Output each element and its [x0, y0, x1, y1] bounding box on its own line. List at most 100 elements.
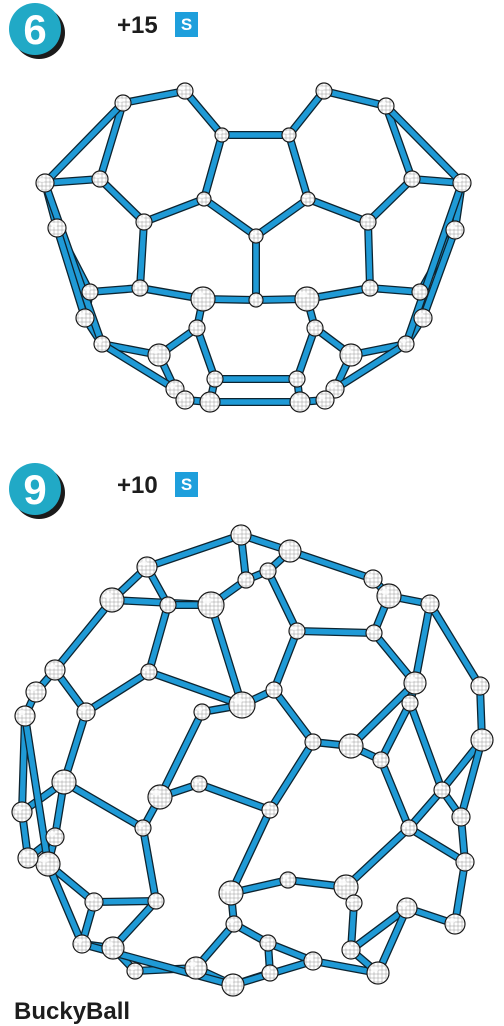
full-ball-rod [412, 601, 433, 686]
half-ball-rod [321, 88, 389, 109]
full-ball-atom [225, 915, 243, 933]
full-ball-atom [25, 681, 47, 703]
half-ball-rod [253, 196, 311, 239]
full-ball-atom [470, 728, 494, 752]
full-ball-atom [259, 934, 277, 952]
half-ball-rod [97, 100, 126, 182]
half-ball-rod [141, 196, 207, 225]
full-ball-atom [363, 569, 383, 589]
full-ball-rod [375, 905, 410, 976]
full-ball-atom [184, 956, 208, 980]
full-ball-rod [378, 757, 412, 831]
half-ball-atom [306, 319, 324, 337]
full-ball-atom [221, 973, 245, 997]
half-ball-atom [135, 213, 153, 231]
half-ball-atom [315, 390, 335, 410]
full-ball-atom [134, 819, 152, 837]
half-ball-atom [175, 390, 195, 410]
half-ball-atom [93, 335, 111, 353]
full-ball-atom [279, 871, 297, 889]
full-ball-atom [365, 624, 383, 642]
full-ball-atom [101, 936, 125, 960]
full-ball-atom [333, 874, 359, 900]
full-ball-rod [271, 628, 300, 693]
full-ball-atom [99, 587, 125, 613]
half-ball-atom [190, 286, 216, 312]
full-ball-rod [22, 713, 51, 867]
full-ball-rod [343, 825, 412, 890]
step-6-badge: 6 [9, 3, 65, 59]
full-ball-atom [265, 681, 283, 699]
full-ball-atom [400, 819, 418, 837]
full-ball-atom [45, 827, 65, 847]
half-ball-atom [206, 370, 224, 388]
full-ball-rod [348, 905, 410, 953]
full-ball-atom [51, 769, 77, 795]
full-ball-atom [147, 892, 165, 910]
full-ball-rod [228, 807, 273, 896]
half-ball-atom [47, 218, 67, 238]
full-ball-rod [407, 700, 445, 793]
full-ball-rod [208, 602, 245, 708]
full-ball-atom [35, 851, 61, 877]
full-ball-atom [140, 663, 158, 681]
full-buckyball-model [11, 524, 494, 997]
half-ball-atom [75, 308, 95, 328]
full-ball-atom [366, 961, 390, 985]
half-ball-atom [445, 220, 465, 240]
step-9-badge: 9 [9, 463, 65, 519]
half-ball-atom [452, 173, 472, 193]
full-ball-atom [237, 571, 255, 589]
full-ball-atom [451, 807, 471, 827]
full-ball-rod [196, 781, 273, 813]
half-ball-atom [248, 292, 264, 308]
step-9-points: +10 [117, 472, 158, 499]
full-ball-rod [378, 700, 413, 763]
full-ball-atom [72, 934, 92, 954]
half-ball-atom [288, 370, 306, 388]
half-ball-atom [35, 173, 55, 193]
full-ball-atom [420, 594, 440, 614]
half-ball-atom [176, 82, 194, 100]
half-ball-atom [281, 127, 297, 143]
full-ball-atom [401, 694, 419, 712]
full-ball-atom [126, 962, 144, 980]
full-ball-rod [146, 602, 171, 675]
full-ball-rod [91, 898, 159, 905]
half-ball-rod [305, 196, 371, 225]
full-ball-rod [144, 532, 244, 570]
full-ball-atom [193, 703, 211, 721]
full-ball-atom [17, 847, 39, 869]
full-ball-rod [52, 597, 115, 673]
full-ball-rod [271, 687, 316, 745]
full-ball-atom [44, 659, 66, 681]
full-ball-atom [288, 622, 306, 640]
full-ball-atom [136, 556, 158, 578]
full-ball-atom [470, 676, 490, 696]
half-ball-atom [377, 97, 395, 115]
full-ball-atom [218, 880, 244, 906]
half-ball-atom [81, 283, 99, 301]
half-ball-atom [294, 286, 320, 312]
full-ball-atom [76, 702, 96, 722]
half-ball-rod [201, 196, 259, 239]
half-ball-rod [286, 88, 327, 138]
step-9-s-tag: S [175, 472, 198, 497]
model-caption: BuckyBall [14, 998, 131, 1025]
full-ball-atom [228, 691, 256, 719]
full-ball-atom [261, 964, 279, 982]
full-ball-rod [157, 709, 205, 800]
half-ball-rod [97, 176, 147, 225]
full-ball-atom [190, 775, 208, 793]
half-ball-atom [403, 170, 421, 188]
half-ball-rod [365, 219, 373, 291]
full-ball-atom [14, 705, 36, 727]
half-ball-atom [359, 213, 377, 231]
half-ball-atom [289, 391, 311, 413]
half-ball-atom [199, 391, 221, 413]
full-ball-atom [338, 733, 364, 759]
half-ball-atom [361, 279, 379, 297]
half-ball-rod [99, 341, 178, 392]
full-ball-atom [396, 897, 418, 919]
full-ball-rod [83, 669, 152, 715]
